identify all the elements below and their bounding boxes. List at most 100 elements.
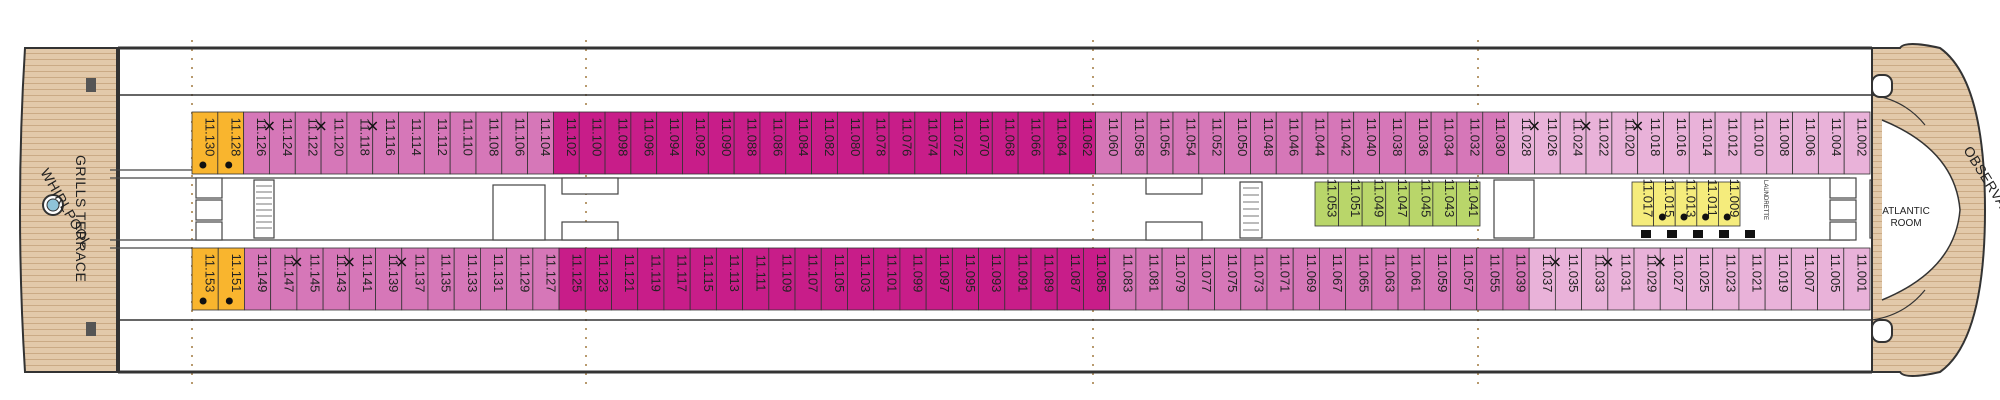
cabin-11-079[interactable]: 11.079 bbox=[1161, 247, 1189, 311]
cabin-11-127[interactable]: 11.127 bbox=[532, 247, 560, 311]
cabin-11-137[interactable]: 11.137 bbox=[397, 247, 429, 311]
cabin-11-082[interactable]: 11.082 bbox=[811, 111, 838, 175]
cabin-11-016[interactable]: 11.016 bbox=[1663, 111, 1690, 175]
cabin-11-090[interactable]: 11.090 bbox=[707, 111, 735, 175]
cabin-11-114[interactable]: 11.114 bbox=[398, 111, 425, 175]
cabin-11-039[interactable]: 11.039 bbox=[1502, 247, 1530, 311]
cabin-11-141[interactable]: 11.141 bbox=[344, 247, 376, 311]
cabin-11-065[interactable]: 11.065 bbox=[1345, 247, 1373, 311]
cabin-11-087[interactable]: 11.087 bbox=[1056, 247, 1084, 311]
cabin-11-063[interactable]: 11.063 bbox=[1371, 247, 1399, 311]
cabin-11-097[interactable]: 11.097 bbox=[925, 247, 953, 311]
cabin-11-069[interactable]: 11.069 bbox=[1292, 247, 1320, 311]
cabin-11-112[interactable]: 11.112 bbox=[423, 111, 451, 175]
cabin-11-011[interactable]: 11.011 bbox=[1696, 179, 1720, 227]
cabin-11-091[interactable]: 11.091 bbox=[1004, 247, 1032, 311]
cabin-11-001[interactable]: 11.001 bbox=[1843, 247, 1871, 311]
cabin-11-031[interactable]: 11.031 bbox=[1603, 247, 1635, 311]
cabin-11-060[interactable]: 11.060 bbox=[1095, 111, 1122, 175]
cabin-11-047[interactable]: 11.047 bbox=[1385, 179, 1410, 227]
cabin-11-057[interactable]: 11.057 bbox=[1450, 247, 1478, 311]
cabin-11-093[interactable]: 11.093 bbox=[978, 247, 1006, 311]
cabin-11-143[interactable]: 11.143 bbox=[322, 247, 350, 311]
cabin-11-117[interactable]: 11.117 bbox=[663, 247, 691, 311]
cabin-11-051[interactable]: 11.051 bbox=[1338, 179, 1363, 227]
cabin-11-089[interactable]: 11.089 bbox=[1030, 247, 1058, 311]
cabin-11-088[interactable]: 11.088 bbox=[733, 111, 761, 175]
cabin-11-010[interactable]: 11.010 bbox=[1740, 111, 1768, 175]
cabin-11-059[interactable]: 11.059 bbox=[1423, 247, 1451, 311]
cabin-11-098[interactable]: 11.098 bbox=[604, 111, 632, 175]
cabin-11-067[interactable]: 11.067 bbox=[1319, 247, 1347, 311]
cabin-11-106[interactable]: 11.106 bbox=[501, 111, 528, 175]
cabin-11-073[interactable]: 11.073 bbox=[1240, 247, 1268, 311]
cabin-11-043[interactable]: 11.043 bbox=[1432, 179, 1457, 227]
cabin-11-024[interactable]: 11.024 bbox=[1559, 111, 1587, 175]
cabin-11-004[interactable]: 11.004 bbox=[1817, 111, 1845, 175]
cabin-11-153[interactable]: 11.153 bbox=[191, 247, 219, 311]
cabin-11-084[interactable]: 11.084 bbox=[785, 111, 812, 175]
cabin-11-135[interactable]: 11.135 bbox=[427, 247, 455, 311]
cabin-11-130[interactable]: 11.130 bbox=[191, 111, 219, 175]
cabin-11-053[interactable]: 11.053 bbox=[1314, 179, 1339, 227]
cabin-11-139[interactable]: 11.139 bbox=[375, 247, 403, 311]
cabin-11-094[interactable]: 11.094 bbox=[656, 111, 683, 175]
cabin-11-026[interactable]: 11.026 bbox=[1529, 111, 1561, 175]
cabin-11-100[interactable]: 11.100 bbox=[578, 111, 606, 175]
cabin-11-074[interactable]: 11.074 bbox=[914, 111, 942, 175]
cabin-11-095[interactable]: 11.095 bbox=[951, 247, 979, 311]
cabin-11-019[interactable]: 11.019 bbox=[1764, 247, 1792, 311]
cabin-11-054[interactable]: 11.054 bbox=[1172, 111, 1200, 175]
cabin-11-058[interactable]: 11.058 bbox=[1120, 111, 1148, 175]
cabin-11-030[interactable]: 11.030 bbox=[1482, 111, 1509, 175]
cabin-11-015[interactable]: 11.015 bbox=[1653, 179, 1677, 227]
cabin-11-038[interactable]: 11.038 bbox=[1379, 111, 1406, 175]
cabin-11-077[interactable]: 11.077 bbox=[1187, 247, 1215, 311]
cabin-11-025[interactable]: 11.025 bbox=[1686, 247, 1714, 311]
cabin-11-009[interactable]: 11.009 bbox=[1718, 179, 1742, 227]
cabin-11-123[interactable]: 11.123 bbox=[584, 247, 612, 311]
cabin-11-045[interactable]: 11.045 bbox=[1408, 179, 1434, 227]
cabin-11-147[interactable]: 11.147 bbox=[270, 247, 298, 311]
cabin-11-099[interactable]: 11.099 bbox=[899, 247, 927, 311]
cabin-11-042[interactable]: 11.042 bbox=[1327, 111, 1355, 175]
cabin-11-041[interactable]: 11.041 bbox=[1456, 179, 1481, 227]
cabin-11-110[interactable]: 11.110 bbox=[449, 111, 477, 175]
cabin-11-013[interactable]: 11.013 bbox=[1674, 179, 1699, 227]
cabin-11-081[interactable]: 11.081 bbox=[1135, 247, 1163, 311]
cabin-11-096[interactable]: 11.096 bbox=[630, 111, 658, 175]
cabin-11-120[interactable]: 11.120 bbox=[316, 111, 348, 175]
cabin-11-118[interactable]: 11.118 bbox=[346, 111, 374, 175]
cabin-11-005[interactable]: 11.005 bbox=[1817, 247, 1845, 311]
cabin-11-129[interactable]: 11.129 bbox=[506, 247, 534, 311]
cabin-11-103[interactable]: 11.103 bbox=[847, 247, 875, 311]
cabin-11-037[interactable]: 11.037 bbox=[1528, 247, 1556, 311]
cabin-11-032[interactable]: 11.032 bbox=[1456, 111, 1484, 175]
cabin-11-068[interactable]: 11.068 bbox=[991, 111, 1019, 175]
cabin-11-125[interactable]: 11.125 bbox=[558, 247, 586, 311]
cabin-11-086[interactable]: 11.086 bbox=[759, 111, 787, 175]
cabin-11-027[interactable]: 11.027 bbox=[1655, 247, 1687, 311]
cabin-11-126[interactable]: 11.126 bbox=[243, 111, 270, 175]
cabin-11-066[interactable]: 11.066 bbox=[1017, 111, 1045, 175]
cabin-11-104[interactable]: 11.104 bbox=[527, 111, 554, 175]
cabin-11-080[interactable]: 11.080 bbox=[836, 111, 864, 175]
cabin-11-002[interactable]: 11.002 bbox=[1843, 111, 1871, 175]
cabin-11-111[interactable]: 11.111 bbox=[742, 247, 770, 311]
cabin-11-049[interactable]: 11.049 bbox=[1361, 179, 1386, 227]
cabin-11-012[interactable]: 11.012 bbox=[1714, 111, 1742, 175]
cabin-11-033[interactable]: 11.033 bbox=[1581, 247, 1609, 311]
cabin-11-022[interactable]: 11.022 bbox=[1581, 111, 1613, 175]
cabin-11-044[interactable]: 11.044 bbox=[1301, 111, 1329, 175]
cabin-11-050[interactable]: 11.050 bbox=[1224, 111, 1251, 175]
cabin-11-008[interactable]: 11.008 bbox=[1766, 111, 1793, 175]
cabin-11-078[interactable]: 11.078 bbox=[862, 111, 890, 175]
cabin-11-064[interactable]: 11.064 bbox=[1043, 111, 1071, 175]
cabin-11-085[interactable]: 11.085 bbox=[1083, 247, 1111, 311]
cabin-11-072[interactable]: 11.072 bbox=[940, 111, 967, 175]
cabin-11-062[interactable]: 11.062 bbox=[1069, 111, 1096, 175]
cabin-11-036[interactable]: 11.036 bbox=[1404, 111, 1432, 175]
cabin-11-055[interactable]: 11.055 bbox=[1476, 247, 1504, 311]
cabin-11-076[interactable]: 11.076 bbox=[888, 111, 916, 175]
cabin-11-040[interactable]: 11.040 bbox=[1353, 111, 1380, 175]
